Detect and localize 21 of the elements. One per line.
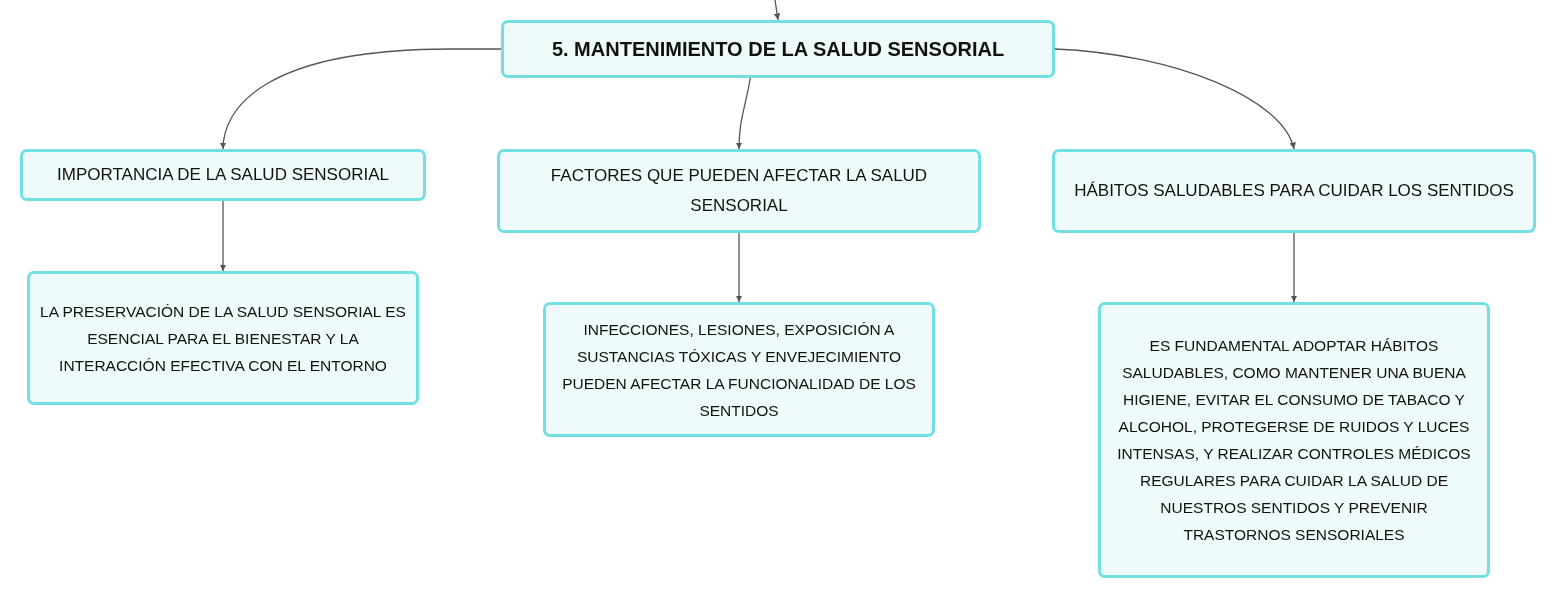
node-text: FACTORES QUE PUEDEN AFECTAR LA SALUD SENSORIAL bbox=[549, 165, 929, 217]
connector-arrow bbox=[1290, 232, 1298, 303]
subtopic-box bbox=[1052, 149, 1536, 233]
connector-arrow bbox=[220, 48, 502, 150]
node-text: HÁBITOS SALUDABLES PARA CUIDAR LOS SENTIDOS bbox=[1074, 180, 1514, 202]
connector-arrow bbox=[735, 232, 743, 303]
subtopic-box bbox=[543, 302, 935, 437]
node-text: IMPORTANCIA DE LA SALUD SENSORIAL bbox=[57, 164, 389, 186]
subtopic-box bbox=[497, 149, 981, 233]
node-text: ES FUNDAMENTAL ADOPTAR HÁBITOS SALUDABLES, COMO MANTENER UNA BUENA HIGIENE, EVITAR EL CONSUMO DE TABACO Y ALCOHOL, PROTEGERSE DE RUIDOS Y LUCES INTENSAS, Y REALIZAR CONTROLES MÉDICOS REGULARES PARA CUIDAR LA SALUD DE NUESTROS SENTIDOS Y PREVENIR TRASTORNOS SENSORIALES bbox=[1116, 336, 1472, 545]
topic-box bbox=[501, 20, 1055, 78]
connector-arrow bbox=[1054, 48, 1295, 150]
node-text: INFECCIONES, LESIONES, EXPOSICIÓN A SUSTANCIAS TÓXICAS Y ENVEJECIMIENTO PUEDEN AFECTAR LA FUNCIONALIDAD DE LOS SENTIDOS bbox=[561, 319, 917, 421]
subtopic-box bbox=[27, 271, 419, 405]
subtopic-box bbox=[1098, 302, 1490, 578]
connector-arrow bbox=[219, 200, 227, 272]
subtopic-box bbox=[20, 149, 426, 201]
node-text: 5. MANTENIMIENTO DE LA SALUD SENSORIAL bbox=[551, 37, 1005, 62]
connector-arrow bbox=[773, 0, 781, 21]
node-text: LA PRESERVACIÓN DE LA SALUD SENSORIAL ES ESENCIAL PARA EL BIENESTAR Y LA INTERACCIÓN EFECTIVA CON EL ENTORNO bbox=[40, 301, 406, 376]
connector-arrow bbox=[735, 77, 751, 150]
